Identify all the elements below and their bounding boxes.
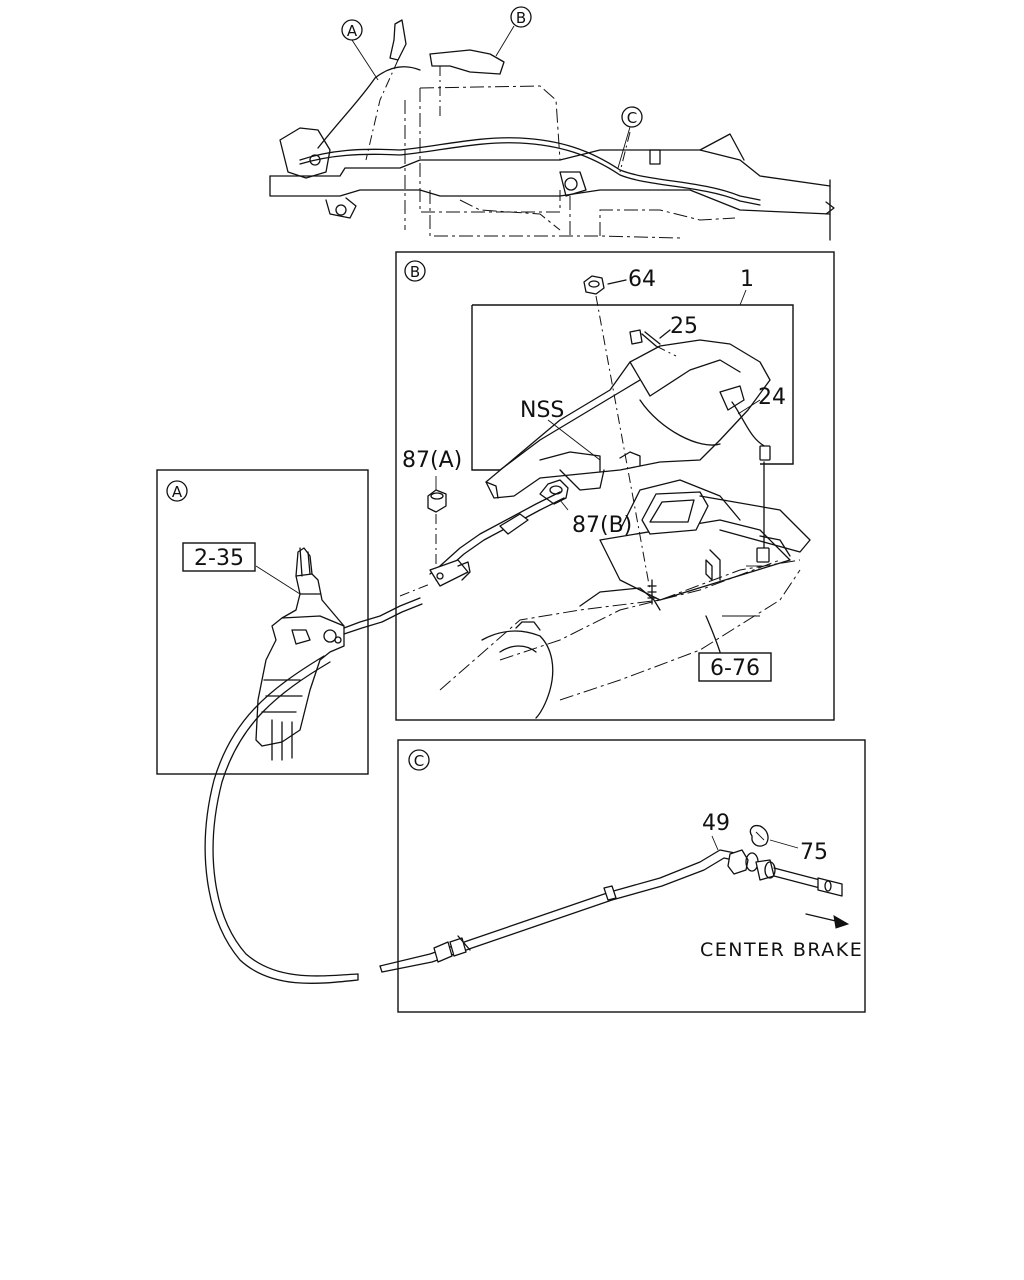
panel-a-callout: A: [166, 480, 188, 502]
callout-c-top-label: C: [627, 109, 637, 127]
label-nss: NSS: [520, 398, 564, 423]
label-6-76: 6-76: [710, 656, 760, 681]
label-25: 25: [670, 314, 698, 339]
label-1: 1: [740, 267, 754, 292]
callout-c-top: C: [617, 106, 643, 169]
panel-b: B: [395, 251, 835, 721]
label-49: 49: [702, 811, 730, 836]
caption-center-brake: CENTER BRAKE: [700, 939, 863, 961]
panel-c-callout-label: C: [414, 752, 424, 770]
lever-assembly-box: [472, 304, 794, 465]
panel-b-frame: [395, 251, 835, 721]
bolt-25: [629, 329, 643, 345]
ref-2-35: 2-35: [182, 542, 256, 572]
label-75: 75: [800, 840, 828, 865]
label-87a: 87(A): [402, 448, 462, 473]
panel-c-callout: C: [408, 749, 430, 771]
clip-75: [749, 824, 769, 847]
callout-a-top-label: A: [347, 22, 358, 40]
ref-6-76: 6-76: [698, 652, 772, 682]
callout-b-top: B: [495, 6, 532, 57]
nut-64: [583, 275, 605, 295]
parking-brake-lever: [485, 339, 771, 499]
panel-a: A: [156, 469, 431, 775]
panel-b-callout: B: [404, 260, 426, 282]
panel-a-frame: [156, 469, 369, 775]
panel-c-frame: [397, 739, 866, 1013]
panel-b-callout-label: B: [410, 263, 420, 281]
label-24: 24: [758, 385, 786, 410]
label-87b: 87(B): [572, 513, 632, 538]
rear-cable-loop: [204, 655, 359, 984]
label-64: 64: [628, 267, 656, 292]
label-2-35: 2-35: [194, 546, 244, 571]
callout-a-top: A: [341, 19, 379, 81]
callout-b-top-label: B: [516, 9, 526, 27]
vehicle-overview: [269, 19, 835, 241]
transmission-lever-bracket: [255, 547, 345, 747]
panel-a-callout-label: A: [172, 483, 183, 501]
panel-c: C: [379, 739, 866, 1013]
